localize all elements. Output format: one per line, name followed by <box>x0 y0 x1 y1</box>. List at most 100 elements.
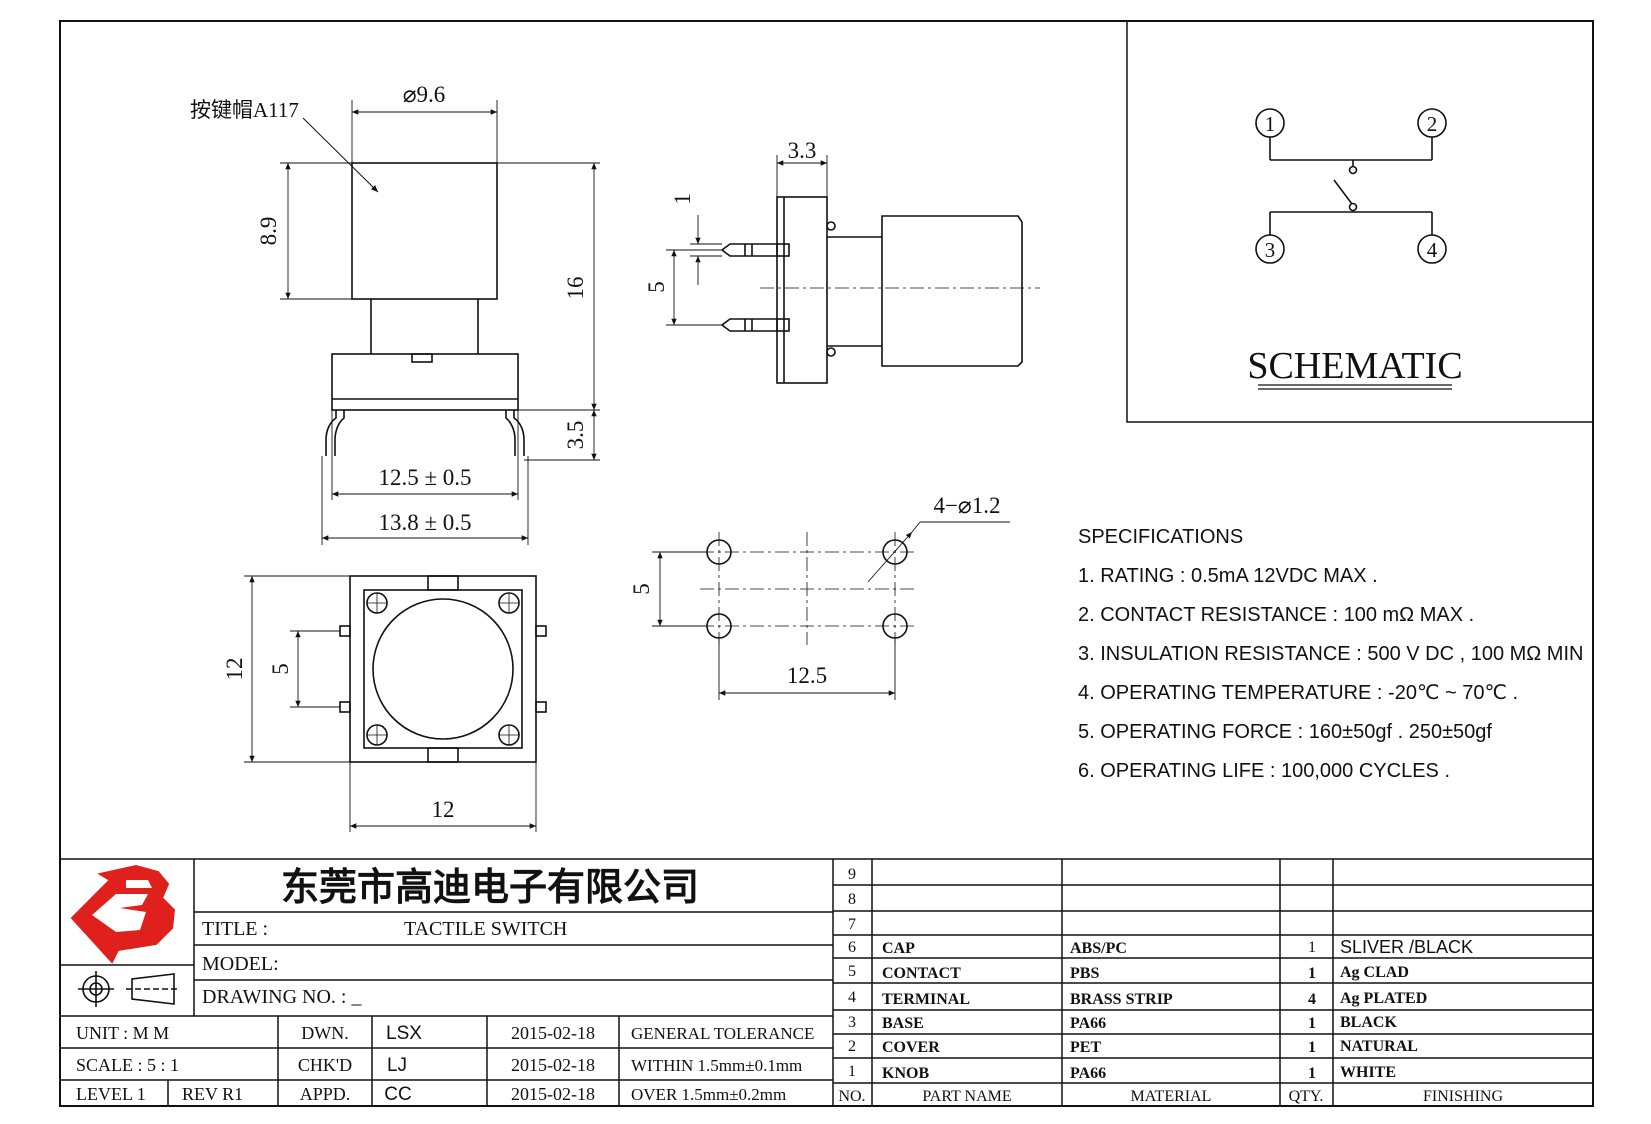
dim-hole-h-12-5: 12.5 <box>787 663 827 688</box>
pin-1-label: 1 <box>1265 112 1276 136</box>
general-tolerance: GENERAL TOLERANCE <box>631 1024 814 1043</box>
bom-table: 9 8 7 6 CAP ABS/PC 1 SLIVER /BLACK 5 CON… <box>838 866 1503 1105</box>
schematic-diagram <box>1255 108 1452 390</box>
rev-cell: REV R1 <box>182 1084 243 1104</box>
side-view <box>666 155 1040 384</box>
chkd-name: LJ <box>387 1055 407 1076</box>
bom-header-material: MATERIAL <box>1131 1088 1212 1105</box>
schematic-title: SCHEMATIC <box>1247 345 1462 387</box>
dim-holes: 4−⌀1.2 <box>933 493 1000 518</box>
bom-part: BASE <box>882 1015 924 1032</box>
bom-header-finishing: FINISHING <box>1423 1088 1503 1105</box>
keycap-label: 按键帽A117 <box>190 98 299 122</box>
dim-cap-height: 8.9 <box>256 217 281 246</box>
dim-side-width: 3.3 <box>788 138 817 163</box>
top-view <box>244 575 547 832</box>
projection-symbol-icon <box>78 971 180 1007</box>
scale-cell: SCALE : 5 : 1 <box>76 1055 179 1075</box>
bom-no: 2 <box>848 1038 856 1055</box>
bom-header-no: NO. <box>838 1088 865 1105</box>
bom-material: PA66 <box>1070 1015 1106 1032</box>
drawing-no-label: DRAWING NO. : _ <box>202 986 362 1008</box>
bom-finishing: WHITE <box>1340 1064 1396 1081</box>
appd-name: CC <box>384 1084 411 1105</box>
spec-item: 1. RATING : 0.5mA 12VDC MAX . <box>1078 565 1378 587</box>
bom-material: PBS <box>1070 965 1099 982</box>
dim-body-width: 12.5 ± 0.5 <box>378 465 471 490</box>
dim-pin-span: 13.8 ± 0.5 <box>378 510 471 535</box>
title-block <box>60 858 1593 1106</box>
dim-side-5: 5 <box>644 281 669 293</box>
bom-finishing: BLACK <box>1340 1014 1397 1031</box>
spec-item: 3. INSULATION RESISTANCE : 500 V DC , 10… <box>1078 643 1583 665</box>
schematic-box <box>1126 20 1594 423</box>
dim-hole-v-5: 5 <box>629 583 654 595</box>
dwn-date: 2015-02-18 <box>511 1023 595 1043</box>
bom-material: PET <box>1070 1039 1101 1056</box>
bom-finishing: Ag PLATED <box>1340 990 1427 1007</box>
dim-top-12-h: 12 <box>432 797 455 822</box>
unit-cell: UNIT : M M <box>76 1023 169 1043</box>
bom-header-qty: QTY. <box>1289 1088 1324 1105</box>
bom-qty: 4 <box>1308 991 1316 1008</box>
bom-no: 5 <box>848 963 856 980</box>
bom-finishing: NATURAL <box>1340 1038 1418 1055</box>
chkd-label: CHK'D <box>298 1055 352 1075</box>
bom-finishing: SLIVER /BLACK <box>1340 937 1473 957</box>
bom-qty: 1 <box>1308 1015 1316 1032</box>
company-logo <box>70 864 176 964</box>
bom-no: 3 <box>848 1014 856 1031</box>
bom-no: 6 <box>848 939 856 956</box>
title-label: TITLE : <box>202 918 268 940</box>
bom-part: KNOB <box>882 1065 929 1082</box>
bom-part: CAP <box>882 940 915 957</box>
bom-no: 7 <box>848 916 856 933</box>
tolerance-within: WITHIN 1.5mm±0.1mm <box>631 1056 802 1075</box>
bom-material: BRASS STRIP <box>1070 991 1173 1008</box>
dim-leg-length: 3.5 <box>563 421 588 450</box>
bom-part: TERMINAL <box>882 991 970 1008</box>
pin-4-label: 4 <box>1427 238 1438 262</box>
bom-finishing: Ag CLAD <box>1340 964 1409 981</box>
spec-item: 5. OPERATING FORCE : 160±50gf . 250±50gf <box>1078 721 1492 743</box>
bom-no: 4 <box>848 989 856 1006</box>
spec-item: 6. OPERATING LIFE : 100,000 CYCLES . <box>1078 760 1450 782</box>
hole-pattern <box>652 521 1010 700</box>
specs-heading: SPECIFICATIONS <box>1078 526 1243 548</box>
level-cell: LEVEL 1 <box>76 1084 146 1104</box>
dim-total-height: 16 <box>563 277 588 300</box>
bom-qty: 1 <box>1308 939 1316 956</box>
dim-top-5: 5 <box>268 663 293 675</box>
bom-no: 1 <box>848 1063 856 1080</box>
dim-side-1: 1 <box>670 193 695 205</box>
dim-cap-diameter: ⌀9.6 <box>403 82 446 107</box>
spec-item: 4. OPERATING TEMPERATURE : -20℃ ~ 70℃ . <box>1078 682 1518 704</box>
bom-qty: 1 <box>1308 1065 1316 1082</box>
dwn-name: LSX <box>386 1023 422 1044</box>
specifications: SPECIFICATIONS 1. RATING : 0.5mA 12VDC M… <box>1078 526 1583 782</box>
dwn-label: DWN. <box>301 1023 349 1043</box>
bom-no: 9 <box>848 866 856 883</box>
bom-qty: 1 <box>1308 1039 1316 1056</box>
bom-part: COVER <box>882 1039 940 1056</box>
pin-2-label: 2 <box>1427 112 1438 136</box>
bom-part: CONTACT <box>882 965 961 982</box>
appd-date: 2015-02-18 <box>511 1084 595 1104</box>
title-value: TACTILE SWITCH <box>404 918 567 940</box>
company-name: 东莞市高迪电子有限公司 <box>281 867 699 909</box>
spec-item: 2. CONTACT RESISTANCE : 100 mΩ MAX . <box>1078 604 1474 626</box>
appd-label: APPD. <box>300 1084 351 1104</box>
tolerance-over: OVER 1.5mm±0.2mm <box>631 1085 786 1104</box>
pin-3-label: 3 <box>1265 238 1276 262</box>
bom-no: 8 <box>848 891 856 908</box>
front-view <box>280 100 600 545</box>
bom-material: PA66 <box>1070 1065 1106 1082</box>
bom-header-part: PART NAME <box>922 1088 1011 1105</box>
chkd-date: 2015-02-18 <box>511 1055 595 1075</box>
dim-top-12-v: 12 <box>222 658 247 681</box>
bom-qty: 1 <box>1308 965 1316 982</box>
outer-frame <box>59 20 1594 1107</box>
bom-material: ABS/PC <box>1070 940 1127 957</box>
model-label: MODEL: <box>202 953 279 975</box>
